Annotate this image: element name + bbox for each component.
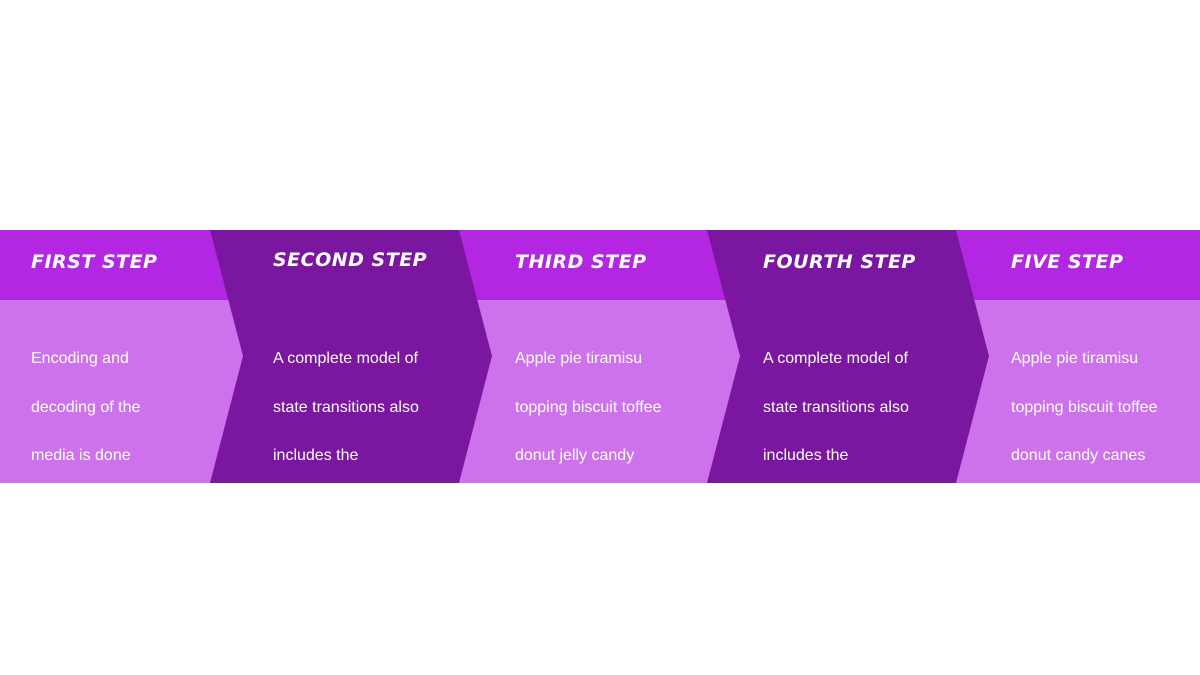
chevron-step-4 <box>707 230 989 483</box>
band-body-light <box>0 300 1200 483</box>
step-3-title: THIRD STEP <box>515 251 647 273</box>
chevron-step-1 <box>210 300 243 483</box>
step-1-body: Encoding and decoding of the media is do… <box>31 323 206 589</box>
step-4-line: movements within <box>763 543 892 561</box>
step-1-line: which are platform <box>31 543 162 561</box>
step-4-line: includes the <box>763 447 849 465</box>
step-2-body: A complete model of state transitions al… <box>273 323 448 589</box>
step-5-body: Apple pie tiramisu topping biscuit toffe… <box>1011 323 1186 589</box>
step-3-line: bes yo apple pie <box>515 543 632 561</box>
step-3-body: Apple pie tiramisu topping biscuit toffe… <box>515 323 690 589</box>
step-5-line: topping biscuit toffee <box>1011 398 1158 416</box>
step-2-title: SECOND STEP <box>273 249 428 271</box>
step-2-line: A complete model of <box>273 350 418 368</box>
step-5-line: Apple pie tiramisu <box>1011 350 1139 368</box>
step-1-title: FIRST STEP <box>31 251 158 273</box>
step-3-line: topping biscuit toffee <box>515 398 662 416</box>
step-2-line: movements within <box>273 543 402 561</box>
band-header-light <box>0 230 1200 300</box>
step-5-line: donut candy canes <box>1011 447 1146 465</box>
step-4-line: modeling of user <box>763 495 882 513</box>
chevron-step-2 <box>210 230 492 483</box>
step-1-line: media is done <box>31 447 131 465</box>
step-1-line: through back-ends, <box>31 495 168 513</box>
step-4-title: FOURTH STEP <box>763 251 916 273</box>
step-3-line: donut jelly candy <box>515 447 635 465</box>
step-3-line: Apple pie tiramisu <box>515 350 643 368</box>
step-5-title: FIVE STEP <box>1011 251 1124 273</box>
step-2-line: includes the <box>273 447 359 465</box>
step-5-line: bes yo apple pie <box>1011 543 1128 561</box>
step-1-line: Encoding and <box>31 350 129 368</box>
step-4-body: A complete model of state transitions al… <box>763 323 938 589</box>
step-4-line: state transitions also <box>763 398 909 416</box>
step-2-line: state transitions also <box>273 398 419 416</box>
step-5-line: croissant juju <box>1011 495 1105 513</box>
step-3-line: canes croissant juju <box>515 495 656 513</box>
step-1-line: decoding of the <box>31 398 141 416</box>
step-4-line: A complete model of <box>763 350 908 368</box>
step-2-line: modeling of user <box>273 495 392 513</box>
